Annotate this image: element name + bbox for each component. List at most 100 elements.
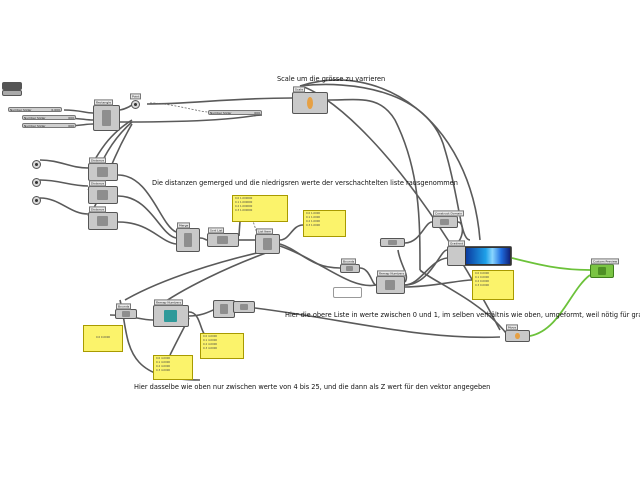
panel-row: 0.3 4.0000 xyxy=(156,369,171,372)
component-title: Distance xyxy=(89,206,107,213)
slider-value: 000 xyxy=(68,116,74,120)
component-body xyxy=(97,166,109,178)
number-slider-2[interactable]: Number Slider 000 xyxy=(22,115,76,120)
panel-sorted-values[interactable]: 0.0 1.000000 0.1 1.000000 0.2 1.000000 0… xyxy=(232,195,288,222)
slider-label: Number Slider xyxy=(24,116,46,120)
number-slider-3[interactable]: Number Slider 000 xyxy=(22,123,76,128)
component-body xyxy=(217,236,229,244)
component-title: Bounds xyxy=(116,303,132,310)
point-knob-2[interactable] xyxy=(32,178,41,187)
component-body xyxy=(262,238,272,250)
panel-row: 0.1 1.000000 xyxy=(235,201,253,204)
panel-row: 0.2 4.0000 xyxy=(156,365,171,368)
point-title-top: Point xyxy=(130,93,142,100)
gradient-preview[interactable] xyxy=(465,247,511,265)
component-title: Bounds xyxy=(341,258,357,265)
component-body xyxy=(346,266,354,271)
component-title: Distance xyxy=(89,180,107,187)
panel-remap-output[interactable]: 0.0 0.0000 0.1 0.0000 0.2 0.0000 0.3 0.0… xyxy=(472,270,514,300)
panel-row: 0.0 0.0000 xyxy=(475,272,490,275)
bounds-component-2[interactable]: Bounds xyxy=(115,303,137,319)
sort-list-component[interactable]: Sort List xyxy=(207,227,239,247)
remap-numbers-component-1[interactable]: Remap Numbers xyxy=(376,270,407,294)
panel-row: 0.0 1.0000 xyxy=(306,212,321,215)
list-item-component[interactable]: List Item xyxy=(255,228,280,254)
number-slider-1[interactable]: Number Slider 0.000 xyxy=(8,107,62,112)
top-left-component-2[interactable] xyxy=(2,90,22,96)
distance-component-3[interactable]: Distance xyxy=(88,206,118,230)
custom-preview-component[interactable]: Custom Preview xyxy=(590,258,620,278)
panel-row: 0.1 4.0000 xyxy=(203,339,218,342)
bounds-component-1[interactable]: Bounds xyxy=(340,258,360,273)
construct-domain-component-top[interactable]: Construct Domain xyxy=(432,210,465,228)
component-body xyxy=(515,332,520,340)
component-body xyxy=(240,303,248,311)
point-knob-1[interactable] xyxy=(32,160,41,169)
panel-domain[interactable]: 0.0 0.0000 xyxy=(83,325,123,352)
move-component[interactable]: Move xyxy=(505,324,530,342)
merge-component[interactable]: Merge xyxy=(176,222,200,252)
panel-row: 0.1 0.0000 xyxy=(475,276,490,279)
panel-row: 0.0 4.0000 xyxy=(203,335,218,338)
slider-label: Number Slider xyxy=(10,108,32,112)
panel-row: 0.2 4.0000 xyxy=(203,343,218,346)
panel-z-values[interactable]: 0.0 4.0000 0.1 4.0000 0.2 4.0000 0.3 4.0… xyxy=(200,333,244,359)
panel-row: 0.1 1.0000 xyxy=(306,216,321,219)
slider-label: Number Slider xyxy=(24,124,46,128)
panel-list-item[interactable]: 0.0 1.0000 0.1 1.0000 0.2 1.0000 0.3 1.0… xyxy=(303,210,346,237)
component-title: List Item xyxy=(256,228,274,235)
scale-note: Scale um die grösse zu varrieren xyxy=(277,75,386,83)
rectangle-component[interactable]: Rectangle xyxy=(93,99,120,131)
remap-note: Hier die obere Liste in werte zwischen 0… xyxy=(285,311,640,319)
panel-row: 0.0 4.0000 xyxy=(156,357,171,360)
number-slider-4[interactable]: Number Slider 000 xyxy=(208,110,262,115)
slider-label: Number Slider xyxy=(210,111,232,115)
panel-row: 0.1 4.0000 xyxy=(156,361,171,364)
component-title: Gradient xyxy=(448,240,466,247)
component-title: Custom Preview xyxy=(591,258,620,265)
panel-row: 0.0 0.0000 xyxy=(95,336,111,339)
panel-row: 0.3 0.0000 xyxy=(475,284,490,287)
construct-domain-component[interactable] xyxy=(213,300,235,318)
panel-row: 0.2 0.0000 xyxy=(475,280,490,283)
component-body xyxy=(597,267,606,275)
remap-numbers-component-2[interactable]: Remap Numbers xyxy=(153,299,189,327)
z-note: Hier dasselbe wie oben nur zwischen wert… xyxy=(134,383,491,391)
component-body xyxy=(307,96,314,110)
point-knob-top[interactable] xyxy=(131,100,140,109)
panel-row: 0.3 1.0000 xyxy=(306,224,321,227)
point-knob-3[interactable] xyxy=(32,196,41,205)
component-title: Move xyxy=(506,324,519,331)
component-title: Scale xyxy=(293,86,306,93)
component-body xyxy=(97,189,109,201)
distance-note: Die distanzen gemerged und die niedrigsr… xyxy=(152,179,458,187)
component-title: Merge xyxy=(177,222,191,229)
panel-row: 0.0 1.000000 xyxy=(235,197,253,200)
component-body xyxy=(97,215,109,227)
panel-z-values-2[interactable]: 0.0 4.0000 0.1 4.0000 0.2 4.0000 0.3 4.0… xyxy=(153,355,193,380)
component-body xyxy=(440,218,450,226)
distance-component-2[interactable]: Distance xyxy=(88,180,118,204)
scale-component[interactable]: Scale xyxy=(292,86,328,114)
slider-value: 000 xyxy=(254,111,260,115)
panel-row: 0.3 1.000000 xyxy=(235,209,253,212)
component-title: Construct Domain xyxy=(433,210,465,217)
component-body xyxy=(122,311,130,317)
panel-row: 0.3 4.0000 xyxy=(203,347,218,350)
slider-value: 000 xyxy=(68,124,74,128)
component-title: Sort List xyxy=(208,227,225,234)
component-body xyxy=(220,303,228,315)
empty-panel[interactable] xyxy=(333,287,362,298)
slider-value: 0.000 xyxy=(51,108,60,112)
component-title: Remap Numbers xyxy=(154,299,184,306)
top-left-component[interactable] xyxy=(2,82,22,90)
component-title: Distance xyxy=(89,157,107,164)
component-body xyxy=(101,110,111,126)
component-title: Remap Numbers xyxy=(377,270,407,277)
component-body xyxy=(385,279,396,291)
unit-z-component[interactable] xyxy=(233,301,255,313)
bounds-component-top[interactable] xyxy=(380,238,405,247)
distance-component-1[interactable]: Distance xyxy=(88,157,118,181)
panel-row: 0.2 1.000000 xyxy=(235,205,253,208)
